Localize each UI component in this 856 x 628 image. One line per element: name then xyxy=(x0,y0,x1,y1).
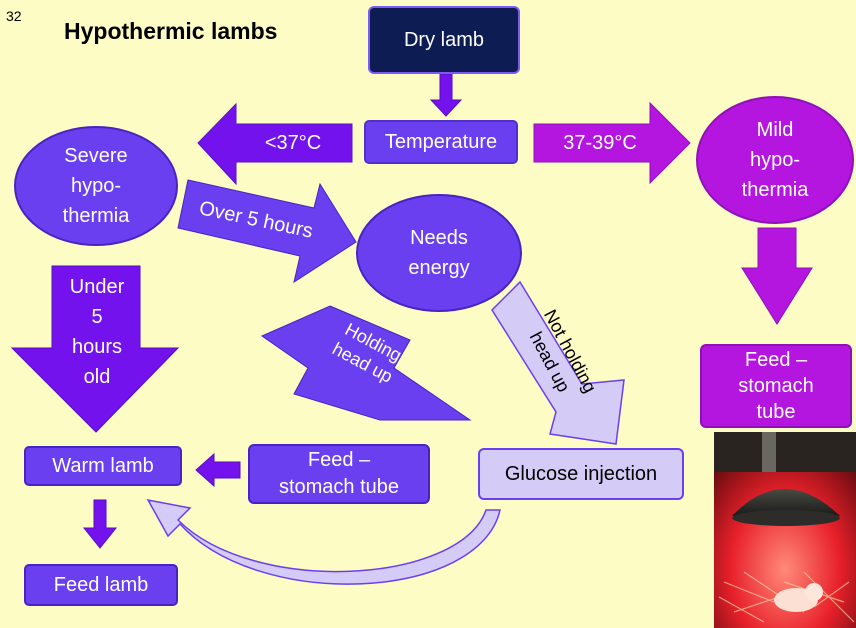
severe-hypothermia-ellipse: Severe hypo- thermia xyxy=(14,126,178,246)
feed-stomach-tube-center-label: Feed – stomach tube xyxy=(278,449,400,498)
severe-hypothermia-label: Severe hypo- thermia xyxy=(62,145,130,227)
warm-lamb-box: Warm lamb xyxy=(24,446,182,486)
feed-stomach-tube-right-box: Feed – stomach tube xyxy=(700,344,852,428)
arrow-under-5-hours xyxy=(10,265,180,433)
label-37-39: 37-39°C xyxy=(563,132,637,154)
arrow-not-holding-head-up xyxy=(491,280,625,445)
feed-lamb-box: Feed lamb xyxy=(24,564,178,606)
arrow-dry-to-temperature xyxy=(429,73,463,117)
feed-stomach-tube-right-label: Feed – stomach tube xyxy=(738,349,814,423)
heat-lamp-lamb-photo-icon xyxy=(714,432,856,628)
needs-energy-ellipse: Needs energy xyxy=(356,194,522,312)
temperature-box: Temperature xyxy=(364,120,518,164)
arrow-warm-to-feed-lamb xyxy=(82,499,118,549)
glucose-injection-label: Glucose injection xyxy=(504,463,658,485)
label-under-5-hours: Under 5 hours old xyxy=(69,276,125,388)
arrow-holding-head-up xyxy=(260,305,472,421)
arrow-glucose-to-warm xyxy=(146,498,501,585)
arrow-mild-to-feed xyxy=(741,227,813,325)
feed-lamb-label: Feed lamb xyxy=(53,574,149,596)
glucose-injection-box: Glucose injection xyxy=(478,448,684,500)
arrow-37-39 xyxy=(533,101,691,185)
arrow-over-5-hours xyxy=(177,179,357,284)
feed-stomach-tube-center-box: Feed – stomach tube xyxy=(248,444,430,504)
slide-number: 32 xyxy=(6,8,22,24)
label-below-37: <37°C xyxy=(264,132,322,154)
arrow-feed-to-warm xyxy=(195,452,241,488)
dry-lamb-box: Dry lamb xyxy=(368,6,520,74)
mild-hypothermia-label: Mild hypo- thermia xyxy=(741,119,809,201)
mild-hypothermia-ellipse: Mild hypo- thermia xyxy=(696,96,854,224)
arrow-below-37 xyxy=(197,102,353,186)
temperature-label: Temperature xyxy=(384,131,498,153)
dry-lamb-label: Dry lamb xyxy=(403,29,484,51)
slide-title: Hypothermic lambs xyxy=(64,18,278,44)
warm-lamb-label: Warm lamb xyxy=(52,455,154,477)
needs-energy-label: Needs energy xyxy=(408,227,470,279)
